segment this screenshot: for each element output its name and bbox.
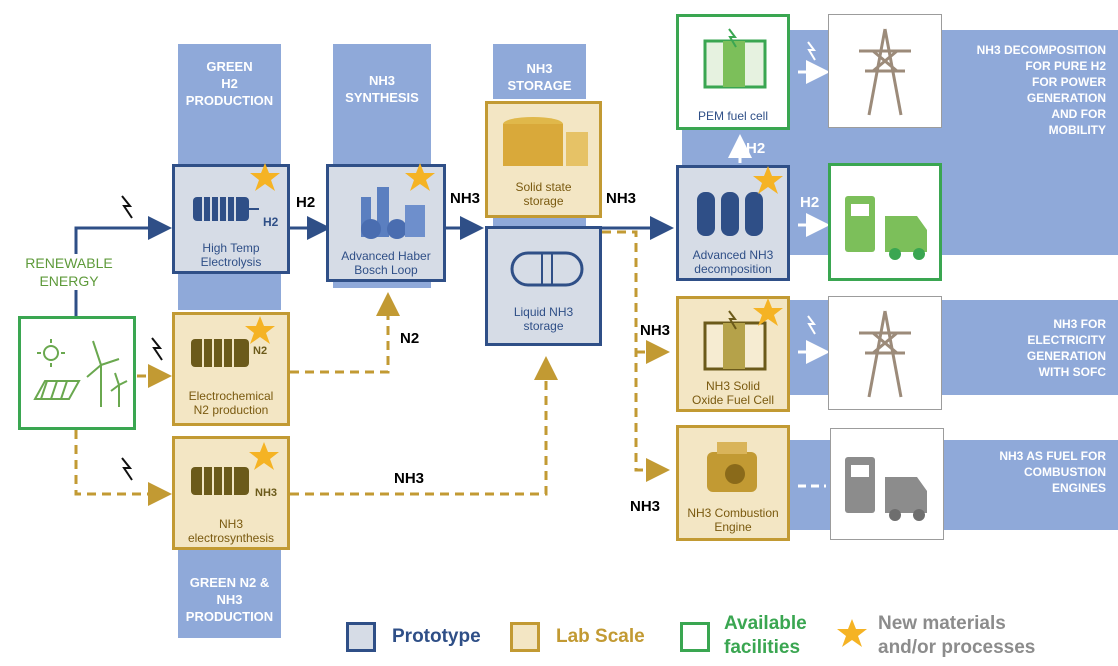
column-header-green-h2: GREEN H2 PRODUCTION [185, 59, 274, 108]
pem-fuel-cell-label: PEM fuel cell [697, 109, 769, 123]
electrolyzer-icon [193, 197, 259, 221]
decomposition-reactor-icon [697, 192, 763, 236]
band-green-n2 [178, 550, 281, 638]
advanced-decomposition-label: Advanced NH3 decomposition [692, 248, 774, 276]
flow-label-nh3-combustion: NH3 [630, 498, 661, 515]
column-header-green-n2: GREEN N2 & NH3 PRODUCTION [185, 575, 274, 624]
nh3-electrosynthesis-box: NH3 NH3 electrosynthesis [172, 436, 290, 550]
flow-label-h2-mobility: H2 [800, 194, 820, 211]
legend-lab-swatch [510, 622, 540, 652]
high-temp-electrolysis-box: H2 High Temp Electrolysis [172, 164, 290, 274]
electrochemical-cell-icon [191, 339, 249, 367]
nh3-chip-label: NH3 [255, 487, 278, 499]
flow-label-h2-electrolysis: H2 [296, 194, 316, 211]
fuel-station-box-green [828, 163, 942, 281]
combustion-engine-box: NH3 Combustion Engine [676, 425, 790, 541]
nh3-fuel-station-icon [845, 457, 927, 521]
power-tower-icon [859, 28, 911, 116]
solid-state-storage-label: Solid state storage [515, 180, 572, 208]
band-green-h2-low [178, 270, 281, 310]
legend-new-label: New materials and/or processes [878, 613, 1036, 658]
combustion-engine-label: NH3 Combustion Engine [687, 506, 779, 534]
solid-state-storage-box: Solid state storage [485, 101, 602, 218]
nh3-electrosynthesis-label: NH3 electrosynthesis [187, 517, 275, 545]
renewable-energy-box [18, 316, 136, 430]
flow-label-nh3-electrosynthesis: NH3 [394, 470, 425, 487]
band-nh3-synthesis [333, 44, 431, 164]
flow-label-h2-pem: H2 [746, 140, 766, 157]
legend-prototype-swatch [346, 622, 376, 652]
h2-chip-label: H2 [263, 215, 279, 229]
flow-label-nh3-sofc: NH3 [640, 322, 671, 339]
legend-lab-label: Lab Scale [556, 626, 645, 647]
liquid-nh3-storage-label: Liquid NH3 storage [513, 305, 574, 333]
haber-bosch-label: Advanced Haber Bosch Loop [341, 249, 431, 277]
pem-fuel-cell-box: PEM fuel cell [676, 14, 790, 130]
band-nh3-storage [493, 44, 586, 99]
sofc-cell-icon [703, 310, 767, 371]
n2-chip-label: N2 [253, 345, 268, 357]
column-header-nh3-storage: NH3 STORAGE [507, 61, 572, 93]
legend-available-swatch [680, 622, 710, 652]
power-tower-box-top [828, 14, 942, 128]
tank-icon [503, 117, 588, 166]
flow-label-nh3-haber: NH3 [450, 190, 481, 207]
sofc-label: NH3 Solid Oxide Fuel Cell [691, 379, 775, 407]
liquid-tank-icon [510, 251, 584, 287]
sofc-box: NH3 Solid Oxide Fuel Cell [676, 296, 790, 412]
legend-prototype-label: Prototype [392, 626, 481, 647]
flow-label-n2: N2 [400, 330, 420, 347]
electrochemical-n2-label: Electrochemical N2 production [188, 389, 274, 417]
flow-label-nh3-storage: NH3 [606, 190, 637, 207]
liquid-nh3-storage-box: Liquid NH3 storage [485, 226, 602, 346]
advanced-decomposition-box: Advanced NH3 decomposition [676, 165, 790, 281]
power-tower-box-mid [828, 296, 942, 410]
decomposition-description: NH3 DECOMPOSITION FOR PURE H2 FOR POWER … [976, 43, 1106, 137]
h2-fuel-station-icon [845, 196, 927, 260]
fuel-station-box-grey [830, 428, 944, 540]
electrochemical-n2-box: N2 Electrochemical N2 production [172, 312, 290, 426]
pem-cell-icon [703, 28, 767, 89]
renewable-energy-label: RENEWABLE ENERGY [8, 254, 130, 290]
fuel-description: NH3 AS FUEL FOR COMBUSTION ENGINES [999, 449, 1106, 495]
legend-available-label: Available facilities [724, 613, 807, 658]
solar-wind-icon [33, 339, 128, 407]
band-green-h2 [178, 44, 281, 164]
high-temp-electrolysis-label: High Temp Electrolysis [200, 241, 262, 269]
electrosynthesis-cell-icon [191, 467, 249, 495]
reactor-icon [361, 187, 425, 239]
power-tower-icon-2 [859, 310, 911, 398]
haber-bosch-box: Advanced Haber Bosch Loop [326, 164, 446, 282]
engine-icon [707, 442, 757, 492]
sofc-description: NH3 FOR ELECTRICITY GENERATION WITH SOFC [1026, 317, 1106, 379]
column-header-nh3-synthesis: NH3 SYNTHESIS [345, 73, 419, 105]
